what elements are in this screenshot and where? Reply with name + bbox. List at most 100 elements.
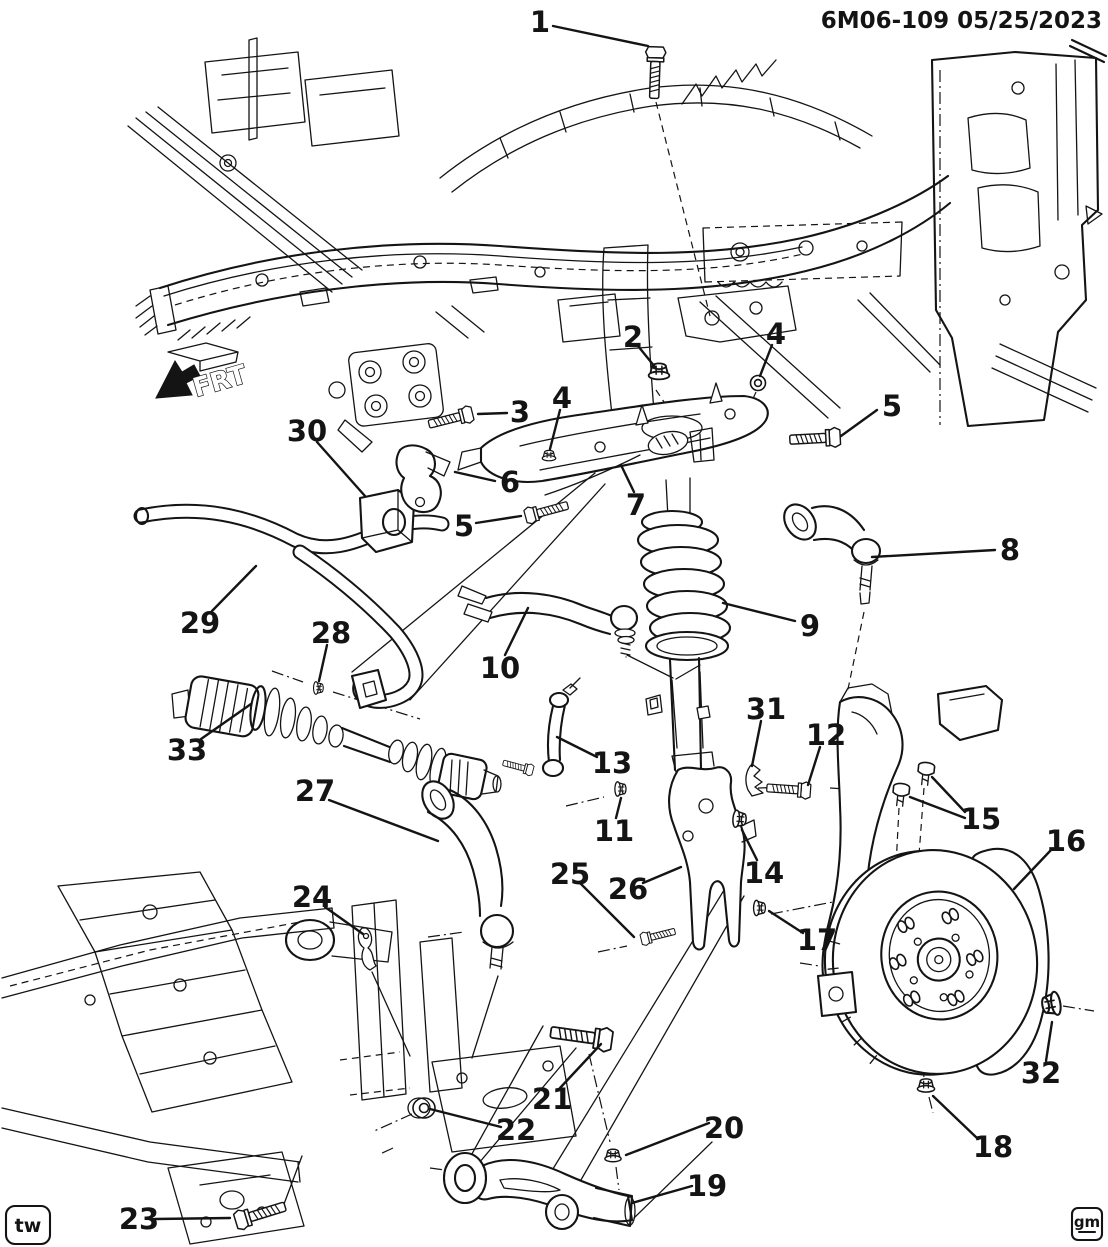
leader-line-6	[453, 470, 497, 483]
nut-4-left	[541, 449, 557, 462]
leader-line-3	[476, 411, 509, 416]
callout-23: 23	[119, 1202, 159, 1236]
gm-label: gm	[1074, 1213, 1100, 1231]
bolt-15-a	[915, 760, 936, 787]
callout-12: 12	[806, 718, 846, 752]
bracket-24	[357, 927, 377, 971]
callout-14: 14	[744, 856, 784, 890]
leader-line-15	[930, 775, 967, 814]
leader-line-24	[323, 905, 365, 936]
leader-line-23	[153, 1216, 232, 1221]
callout-22: 22	[496, 1113, 536, 1147]
bolt-25	[639, 924, 678, 947]
bolt-23	[232, 1195, 289, 1232]
callout-9: 9	[800, 609, 820, 643]
leader-line-2	[636, 344, 657, 369]
callout-17: 17	[797, 923, 837, 957]
nut-11	[614, 781, 627, 797]
leader-line-11	[614, 796, 623, 820]
leader-line-28	[317, 643, 329, 683]
clip-31	[745, 763, 764, 797]
nut-18	[916, 1078, 936, 1093]
stud-13	[501, 756, 535, 777]
leader-line-5	[474, 514, 523, 525]
leader-line-17	[767, 909, 805, 935]
callout-7: 7	[626, 488, 646, 522]
leader-line-8	[870, 548, 997, 559]
upper-control-arm-front	[457, 585, 639, 658]
bolt-3	[426, 404, 476, 434]
leader-line-1	[551, 24, 650, 48]
leader-line-7	[619, 463, 636, 494]
callout-4: 4	[552, 381, 572, 415]
drawing-number: 6M06-109 05/25/2023	[821, 8, 1102, 34]
leader-line-18	[931, 1094, 980, 1141]
callout-19: 19	[687, 1169, 727, 1203]
callout-24: 24	[292, 880, 332, 914]
lower-control-arm-front	[421, 780, 515, 970]
steering-knuckle	[668, 751, 757, 951]
leader-line-22	[428, 1107, 503, 1129]
callout-29: 29	[180, 606, 220, 640]
tw-label: tw	[15, 1215, 42, 1237]
nut-2	[647, 362, 671, 381]
leader-line-26	[641, 865, 683, 885]
callout-33: 33	[167, 733, 207, 767]
callout-18: 18	[973, 1130, 1013, 1164]
body-frame-structure	[127, 37, 1108, 453]
leader-line-13	[555, 735, 599, 759]
stabilizer-clamp	[395, 444, 451, 514]
callout-26: 26	[608, 872, 648, 906]
leader-line-19	[630, 1184, 694, 1205]
leader-line-29	[210, 564, 258, 613]
callout-27: 27	[295, 774, 335, 808]
subframe-crossmember	[1, 871, 577, 1245]
stabilizer-bushing	[358, 488, 416, 554]
upper-control-arm-rear	[783, 503, 882, 605]
leader-line-16	[1012, 848, 1053, 891]
callout-1: 1	[530, 5, 550, 39]
bolt-5-right	[788, 426, 842, 451]
leader-line-33	[199, 702, 253, 741]
leader-line-32	[1044, 1020, 1054, 1063]
leader-line-21	[558, 1042, 603, 1090]
callout-11: 11	[594, 814, 634, 848]
leader-line-4	[758, 343, 774, 378]
callout-31: 31	[746, 692, 786, 726]
frt-label: FRT	[190, 360, 251, 404]
leader-line-4	[548, 408, 562, 451]
leader-line-25	[579, 882, 636, 939]
bolt-12	[765, 778, 812, 801]
callout-4: 4	[766, 317, 786, 351]
leader-line-15	[908, 795, 967, 820]
callout-15: 15	[961, 802, 1001, 836]
bolt-21	[548, 1019, 615, 1054]
callout-8: 8	[1000, 533, 1020, 567]
leader-line-5	[839, 408, 879, 438]
arrow-head	[155, 359, 201, 399]
callout-5: 5	[454, 509, 474, 543]
leader-line-20	[624, 1121, 711, 1157]
bolt-1	[643, 45, 667, 100]
stabilizer-link	[541, 677, 581, 778]
callout-32: 32	[1021, 1056, 1061, 1090]
callout-5: 5	[882, 389, 902, 423]
leader-line-14	[740, 828, 759, 862]
leader-line-30	[315, 440, 367, 498]
leader-line-9	[721, 601, 797, 623]
callout-3: 3	[510, 395, 530, 429]
callout-21: 21	[532, 1082, 572, 1116]
leader-line-31	[750, 719, 763, 768]
callout-25: 25	[550, 857, 590, 891]
leader-lines	[153, 24, 1054, 1221]
callout-10: 10	[480, 651, 520, 685]
bolt-5-left	[522, 496, 571, 526]
callout-2: 2	[623, 320, 643, 354]
nut-17	[752, 899, 767, 917]
brake-rotor-assembly	[816, 683, 1050, 1076]
callout-30: 30	[287, 414, 327, 448]
leader-line-10	[503, 606, 530, 657]
washer-4-right	[749, 374, 767, 392]
